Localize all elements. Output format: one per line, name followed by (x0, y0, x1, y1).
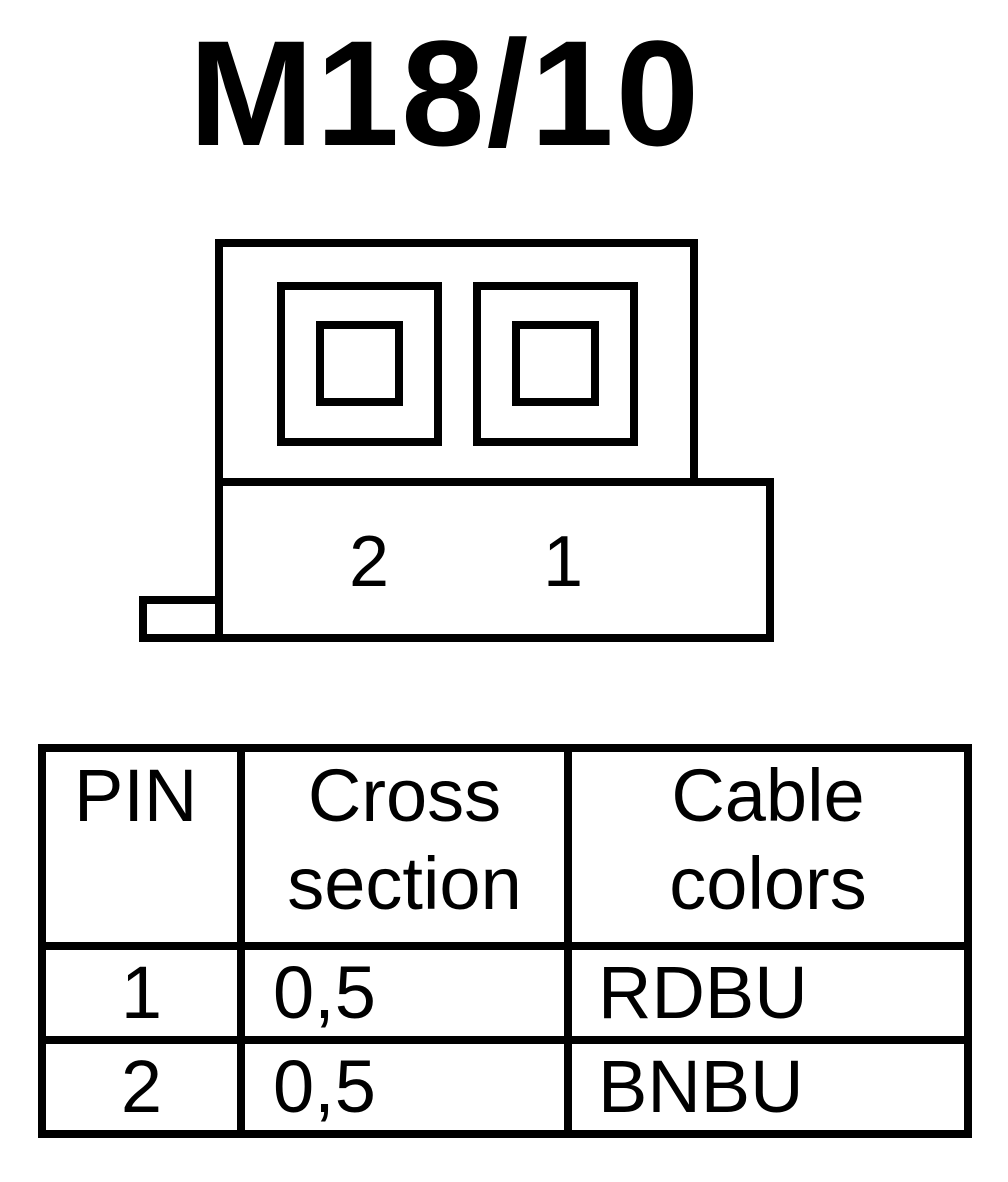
cell-cable-color: BNBU (564, 1036, 972, 1138)
header-cable-colors-line2: colors (669, 842, 867, 925)
header-cross-section-line1: Cross (307, 754, 502, 837)
cell-pin: 1 (38, 942, 245, 1044)
pin-1-socket-inner (512, 321, 599, 406)
cell-cross-section: 0,5 (237, 1036, 572, 1138)
pin-1-label: 1 (543, 522, 583, 602)
header-cross-section-line2: section (287, 842, 522, 925)
cell-cross-section: 0,5 (237, 942, 572, 1044)
connector-latch (139, 596, 223, 642)
diagram-title: M18/10 (188, 9, 702, 177)
pin-assignment-table: PIN Cross section Cable colors 1 0,5 RDB… (38, 744, 972, 1138)
pin-2-socket-outer (277, 282, 442, 446)
connector-diagram: 2 1 (139, 239, 774, 642)
header-cross-section: Cross section (237, 744, 572, 950)
header-cable-colors: Cable colors (564, 744, 972, 950)
cell-cable-color: RDBU (564, 942, 972, 1044)
connector-body (215, 478, 774, 642)
header-cable-colors-line1: Cable (671, 754, 865, 837)
table-row: 1 0,5 RDBU (38, 942, 972, 1044)
header-pin: PIN (38, 744, 245, 950)
table-row: 2 0,5 BNBU (38, 1036, 972, 1138)
pin-1-socket-outer (473, 282, 638, 446)
table-header-row: PIN Cross section Cable colors (38, 744, 972, 950)
pin-2-socket-inner (316, 321, 403, 406)
pin-2-label: 2 (349, 522, 389, 602)
cell-pin: 2 (38, 1036, 245, 1138)
connector-housing-top (215, 239, 698, 638)
